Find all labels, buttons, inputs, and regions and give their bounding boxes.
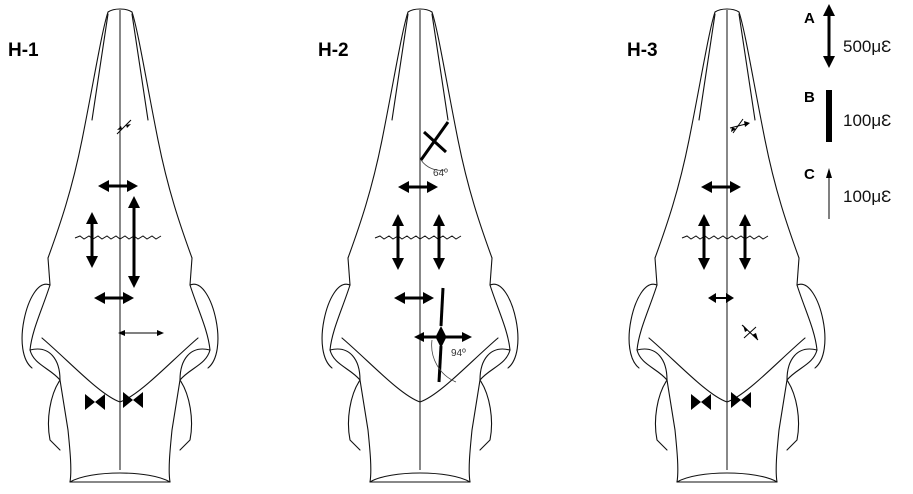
- skull-outline-h3: [629, 9, 825, 482]
- panel-h1: H-1: [8, 9, 218, 482]
- panel-label-h2: H-2: [318, 40, 349, 61]
- legend-letter-a: A: [804, 10, 815, 27]
- legend-item-c: C 100μƐ: [804, 166, 891, 219]
- panel-h3: H-3: [627, 9, 825, 482]
- skull-outline-h1: [22, 9, 218, 482]
- strain-arrow-small: [117, 120, 131, 134]
- legend: A 500μƐ B 100μƐ C 100μƐ: [804, 4, 891, 219]
- legend-item-a: A 500μƐ: [804, 4, 891, 68]
- legend-value-a: 500μƐ: [843, 37, 891, 56]
- legend-letter-c: C: [804, 166, 815, 183]
- panel-label-h3: H-3: [627, 40, 658, 61]
- strain-arrow-vertical: [739, 214, 751, 270]
- strain-arrow-vertical: [392, 214, 404, 270]
- angle-label-upper: 64º: [433, 168, 448, 179]
- legend-bar-b: [826, 90, 832, 142]
- strain-arrow-vertical: [698, 214, 710, 270]
- strain-arrow-vertical: [86, 212, 98, 268]
- angle-label-lower: 94º: [451, 348, 466, 359]
- strain-arrow-horizontal: [394, 292, 434, 304]
- strain-arrow-horizontal: [398, 181, 438, 193]
- skull-outline-h2: [322, 9, 518, 482]
- legend-letter-b: B: [804, 89, 815, 106]
- strain-arrow-vertical: [433, 214, 445, 270]
- strain-arrow-small: [742, 325, 758, 340]
- panel-h2: H-2 64º 94º: [318, 9, 518, 482]
- strain-arrow-horizontal: [98, 180, 138, 192]
- panel-label-h1: H-1: [8, 40, 39, 61]
- principal-strain-cross-lower: [414, 288, 472, 382]
- legend-value-b: 100μƐ: [843, 111, 891, 130]
- strain-arrow-horizontal: [701, 181, 741, 193]
- legend-value-c: 100μƐ: [843, 187, 891, 206]
- legend-item-b: B 100μƐ: [804, 89, 891, 142]
- strain-arrow-small: [730, 119, 750, 133]
- strain-arrow-vertical-long: [128, 196, 140, 288]
- strain-arrow-thin: [118, 330, 164, 336]
- strain-bowtie: [691, 394, 711, 410]
- principal-strain-cross-upper: [421, 122, 448, 170]
- strain-bowtie: [85, 394, 105, 410]
- strain-arrow-horizontal: [94, 292, 134, 304]
- strain-arrow-horizontal-small: [708, 293, 734, 303]
